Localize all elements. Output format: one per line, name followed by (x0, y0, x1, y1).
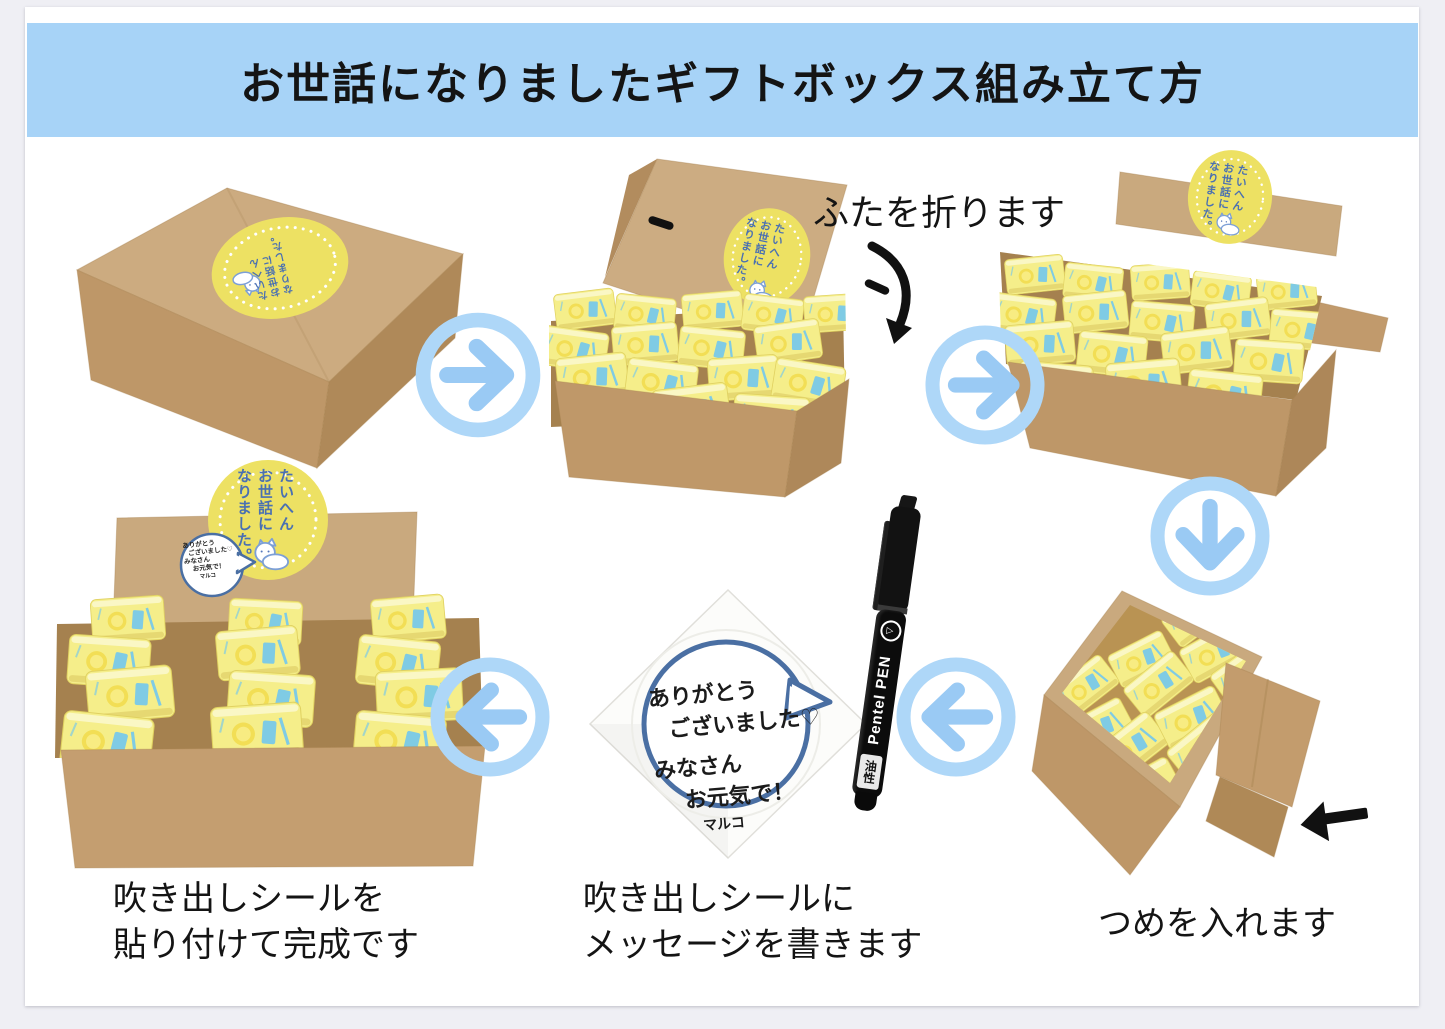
box-right-face (784, 378, 850, 498)
photo-message-sticker-pen: ありがとう ございました♡ みなさん お元気で！ マルコ (578, 582, 938, 872)
speech-bubble-message: ありがとう ございました♡ みなさん お元気で！ マルコ (646, 677, 821, 834)
tuck-tab (1205, 776, 1289, 858)
speech-bubble-sticker (641, 639, 833, 809)
caption-attach-sticker: 吹き出しシールを 貼り付けて完成です (113, 880, 419, 964)
caption-fold-lid: ふたを折ります (813, 192, 1066, 233)
fold-curved-arrow-icon (852, 238, 932, 353)
arrow-right-icon (411, 308, 545, 442)
pen-bottom (853, 791, 878, 813)
lid-flap (1215, 662, 1321, 808)
photo-finished-box: たいへん お世話に なりました。 ありがとう ございました♡ みなさん お元気で… (45, 452, 490, 872)
gift-sticker-text: たいへん お世話に なりました。 (235, 468, 294, 564)
arrow-down-icon (1146, 472, 1274, 600)
caption-write-message: 吹き出しシールに メッセージを書きます (583, 880, 923, 964)
photo-tab-insert-box (1030, 575, 1425, 890)
photo-closed-box: たいへん お世話に なりました。 (55, 168, 475, 490)
title-banner: お世話になりましたギフトボックス組み立て方 (27, 23, 1418, 137)
box-right-face (316, 252, 464, 470)
box-front-face (60, 745, 486, 869)
speech-bubble-sticker (179, 532, 257, 598)
mini-speech-bubble-text: ありがとう ございました♡ みなさん お元気で！ マルコ (182, 539, 234, 581)
arrow-left-icon (426, 653, 554, 781)
lid-side-flap (605, 159, 657, 277)
gift-sticker (211, 217, 349, 319)
tab-pointer-arrow-icon (1300, 801, 1369, 842)
page-title: お世話になりましたギフトボックス組み立て方 (240, 60, 1205, 109)
arrow-left-icon (892, 653, 1020, 781)
arrow-right-icon (921, 321, 1049, 449)
pen-ink-type-label: 油性 (856, 753, 883, 791)
photo-lid-folded-box: たいへん お世話に なりました。 (990, 148, 1402, 508)
photo-open-box-lid-up: たいへん お世話に なりました。 (545, 145, 895, 505)
box-front-face (1031, 694, 1181, 876)
gift-sticker (1187, 150, 1273, 244)
box-right-face (1275, 348, 1337, 498)
caption-insert-tab: つめを入れます (1098, 905, 1336, 943)
